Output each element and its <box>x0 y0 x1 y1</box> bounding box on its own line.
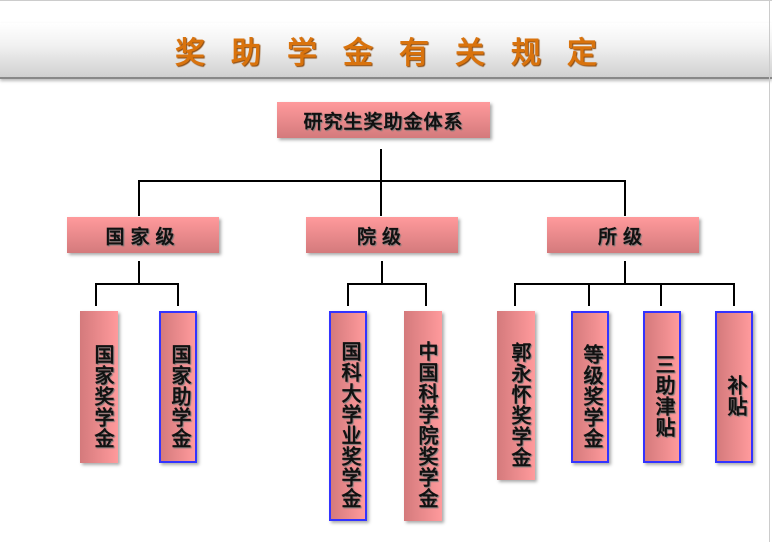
connector <box>138 261 140 284</box>
leaf-node: 等级奖学金 <box>571 311 609 463</box>
connector <box>381 261 383 284</box>
connector <box>347 283 349 306</box>
root-node: 研究生奖助金体系 <box>277 102 490 138</box>
level-national: 国家级 <box>67 217 219 253</box>
slide-title: 奖助学金有关规定 <box>175 36 623 71</box>
connector <box>425 283 427 306</box>
connector <box>624 261 626 284</box>
leaf-node: 国家助学金 <box>159 311 197 463</box>
leaf-node: 国家奖学金 <box>80 311 118 463</box>
leaf-node: 中国科学院奖学金 <box>404 311 442 521</box>
connector <box>514 283 735 285</box>
connector <box>347 283 427 285</box>
connector <box>380 149 382 182</box>
connector <box>95 283 97 306</box>
connector <box>138 180 626 182</box>
leaf-node: 补贴 <box>715 311 753 463</box>
connector <box>95 283 179 285</box>
connector <box>624 180 626 216</box>
connector <box>660 283 662 306</box>
connector <box>380 180 382 216</box>
connector <box>588 283 590 306</box>
connector <box>138 180 140 216</box>
level-academy: 院级 <box>306 217 458 253</box>
leaf-node: 郭永怀奖学金 <box>497 311 535 480</box>
title-bar: 奖助学金有关规定 <box>0 23 772 79</box>
leaf-node: 国科大学业奖学金 <box>329 311 367 521</box>
connector <box>177 283 179 306</box>
leaf-node: 三助津贴 <box>643 311 681 463</box>
connector <box>733 283 735 306</box>
connector <box>514 283 516 306</box>
level-institute: 所级 <box>547 217 699 253</box>
